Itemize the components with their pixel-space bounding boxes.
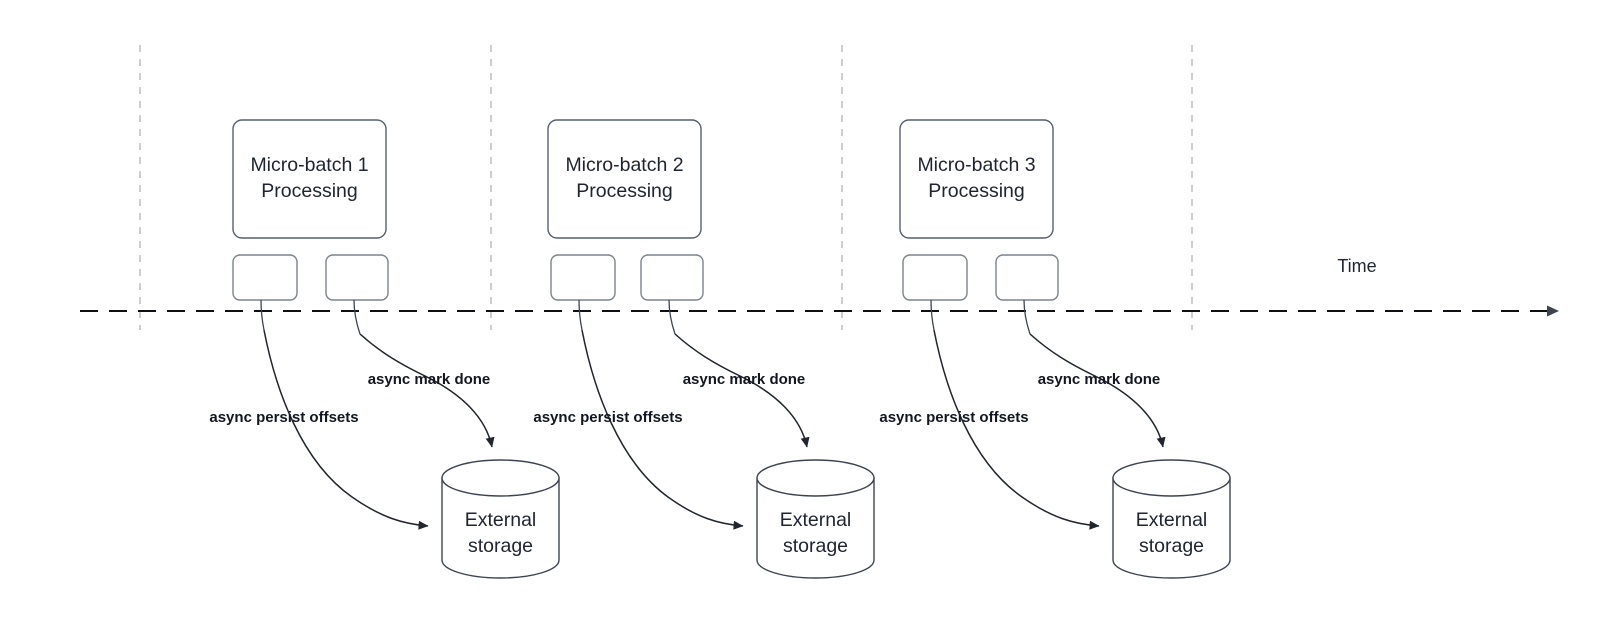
external-storage-2[interactable]: External storage (756, 459, 875, 579)
mini-box-3a-connector (930, 299, 935, 331)
micro-batch-3-box[interactable] (899, 119, 1054, 239)
external-storage-2-body (756, 477, 875, 579)
async-persist-offsets-3-arc (933, 329, 1100, 530)
external-storage-3-top (1112, 459, 1231, 497)
async-persist-offsets-2-label: async persist offsets (533, 409, 682, 426)
external-storage-3-label-line2: storage (1139, 535, 1204, 557)
micro-batch-2-box[interactable] (547, 119, 702, 239)
external-storage-1-label-line2: storage (468, 535, 533, 557)
external-storage-1-top (441, 459, 560, 497)
micro-batch-1-group: Micro-batch 1 Processing External storag… (209, 119, 560, 579)
mini-box-3b[interactable] (995, 254, 1059, 301)
micro-batch-1-box[interactable] (232, 119, 387, 239)
mini-box-1a-connector (260, 299, 265, 331)
micro-batch-3-label-line1: Micro-batch 3 (917, 154, 1035, 176)
external-storage-3[interactable]: External storage (1112, 459, 1231, 579)
async-persist-offsets-1-arc (263, 329, 429, 530)
mini-box-2a[interactable] (550, 254, 616, 301)
mini-box-2a-connector (578, 299, 583, 331)
async-mark-done-3-label: async mark done (1038, 371, 1161, 388)
external-storage-1-label-line1: External (465, 509, 537, 531)
micro-batch-3-group: Micro-batch 3 Processing External storag… (879, 119, 1231, 579)
async-mark-done-1-arc (359, 333, 495, 448)
mini-box-3a[interactable] (902, 254, 968, 301)
external-storage-3-body (1112, 477, 1231, 579)
mini-box-1b[interactable] (325, 254, 389, 301)
external-storage-2-top (756, 459, 875, 497)
external-storage-2-label-line2: storage (783, 535, 848, 557)
micro-batch-1-label-line2: Processing (261, 180, 357, 202)
tick-line-group (139, 45, 1193, 330)
micro-batch-3-label-line2: Processing (928, 180, 1024, 202)
time-axis: Time (80, 256, 1559, 317)
external-storage-2-label-line1: External (780, 509, 852, 531)
external-storage-3-label-line1: External (1136, 509, 1208, 531)
micro-batch-1-label-line1: Micro-batch 1 (250, 154, 368, 176)
async-persist-offsets-1-label: async persist offsets (209, 409, 358, 426)
async-mark-done-2-label: async mark done (683, 371, 806, 388)
async-mark-done-3-arc (1029, 333, 1166, 448)
mini-box-1a[interactable] (232, 254, 298, 301)
micro-batch-2-label-line2: Processing (576, 180, 672, 202)
mini-box-1b-connector (353, 299, 361, 335)
micro-batch-2-label-line1: Micro-batch 2 (565, 154, 683, 176)
mini-box-2b-connector (668, 299, 676, 335)
mini-box-2b[interactable] (640, 254, 704, 301)
async-persist-offsets-3-label: async persist offsets (879, 409, 1028, 426)
async-mark-done-1-label: async mark done (368, 371, 491, 388)
async-persist-offsets-2-arc (581, 329, 744, 530)
external-storage-1-body (441, 477, 560, 579)
async-mark-done-2-arc (674, 333, 810, 448)
mini-box-3b-connector (1023, 299, 1031, 335)
time-axis-label: Time (1337, 256, 1376, 276)
external-storage-1[interactable]: External storage (441, 459, 560, 579)
micro-batch-2-group: Micro-batch 2 Processing External storag… (533, 119, 875, 579)
